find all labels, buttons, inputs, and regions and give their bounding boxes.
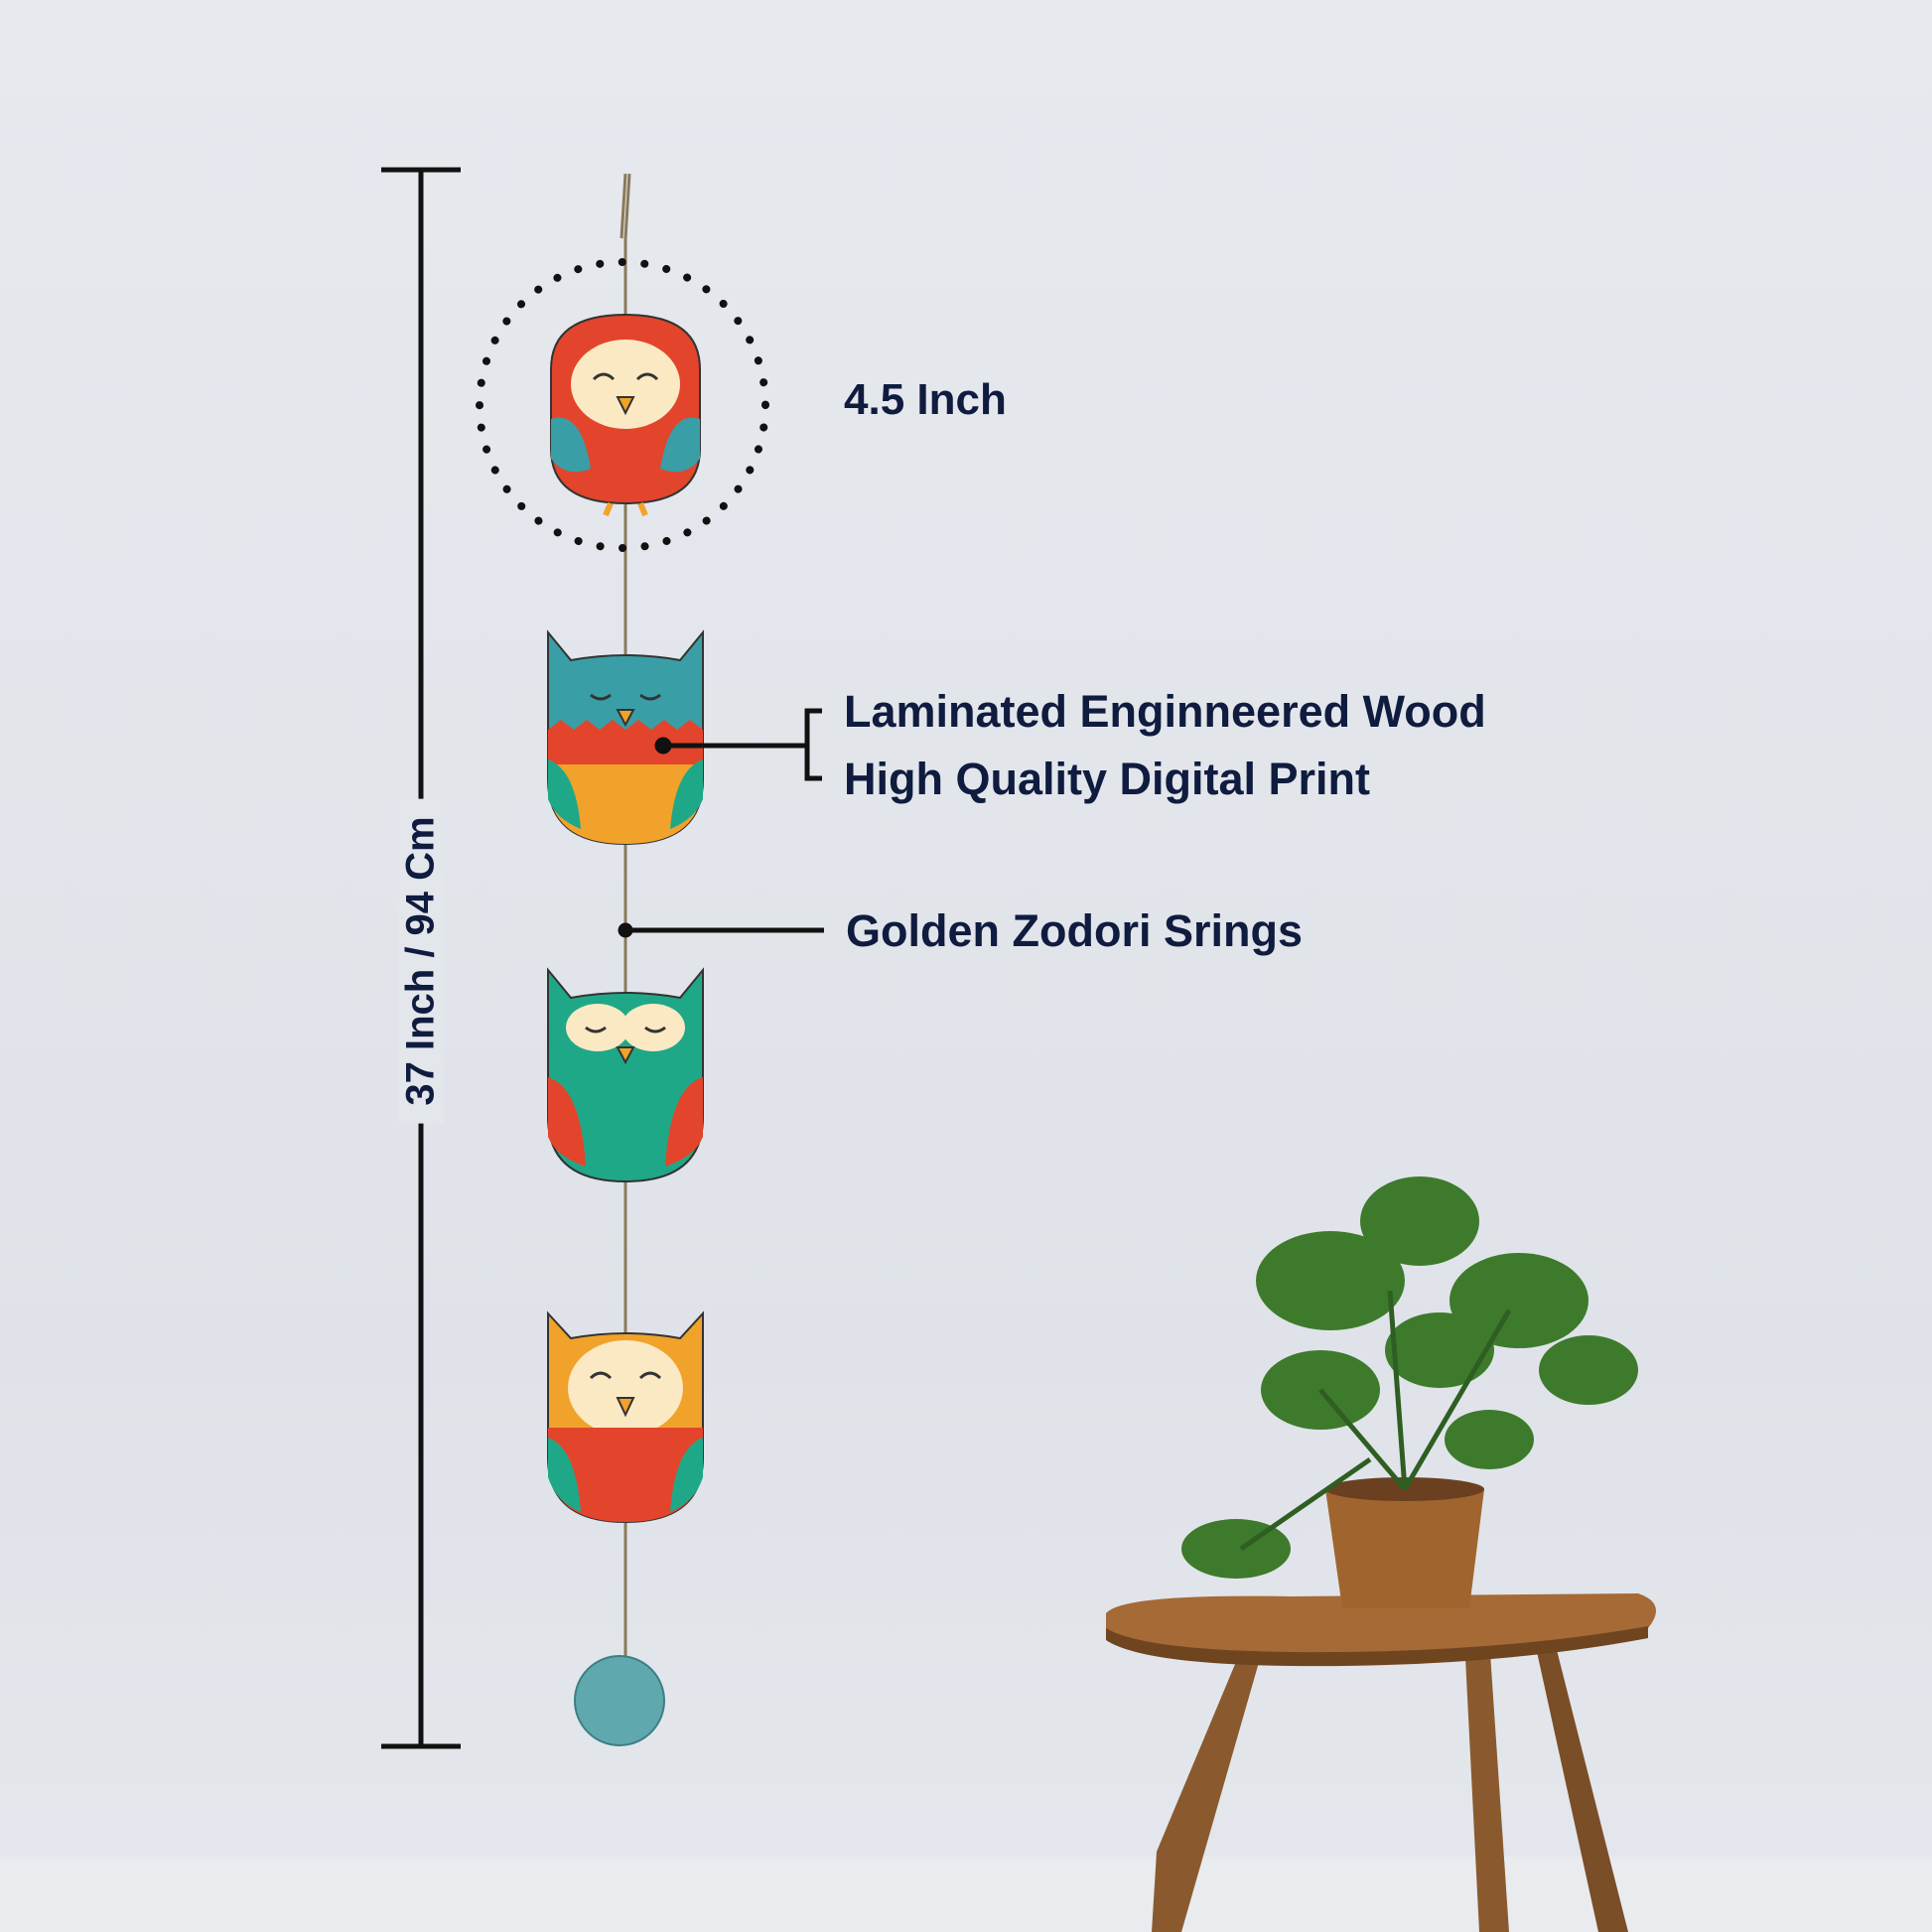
strings-label: Golden Zodori Srings bbox=[846, 905, 1303, 956]
teal-disc-weight bbox=[574, 1655, 665, 1746]
height-dimension-label: 37 Inch / 94 Cm bbox=[398, 798, 444, 1124]
potted-plant bbox=[1181, 1176, 1638, 1608]
print-label: High Quality Digital Print bbox=[844, 754, 1371, 804]
owl-ornament-teal bbox=[547, 629, 704, 846]
material-label: Laminated Enginneered Wood bbox=[844, 686, 1486, 737]
owl-ornament-orange bbox=[547, 1311, 704, 1524]
owl-ornament-red bbox=[550, 313, 701, 517]
owl-size-label: 4.5 Inch bbox=[844, 375, 1007, 424]
callout-lines bbox=[618, 708, 824, 938]
size-indicator-dotted-circle bbox=[476, 258, 769, 552]
owl-ornament-green bbox=[547, 967, 704, 1183]
wooden-side-table bbox=[1106, 1593, 1656, 1932]
